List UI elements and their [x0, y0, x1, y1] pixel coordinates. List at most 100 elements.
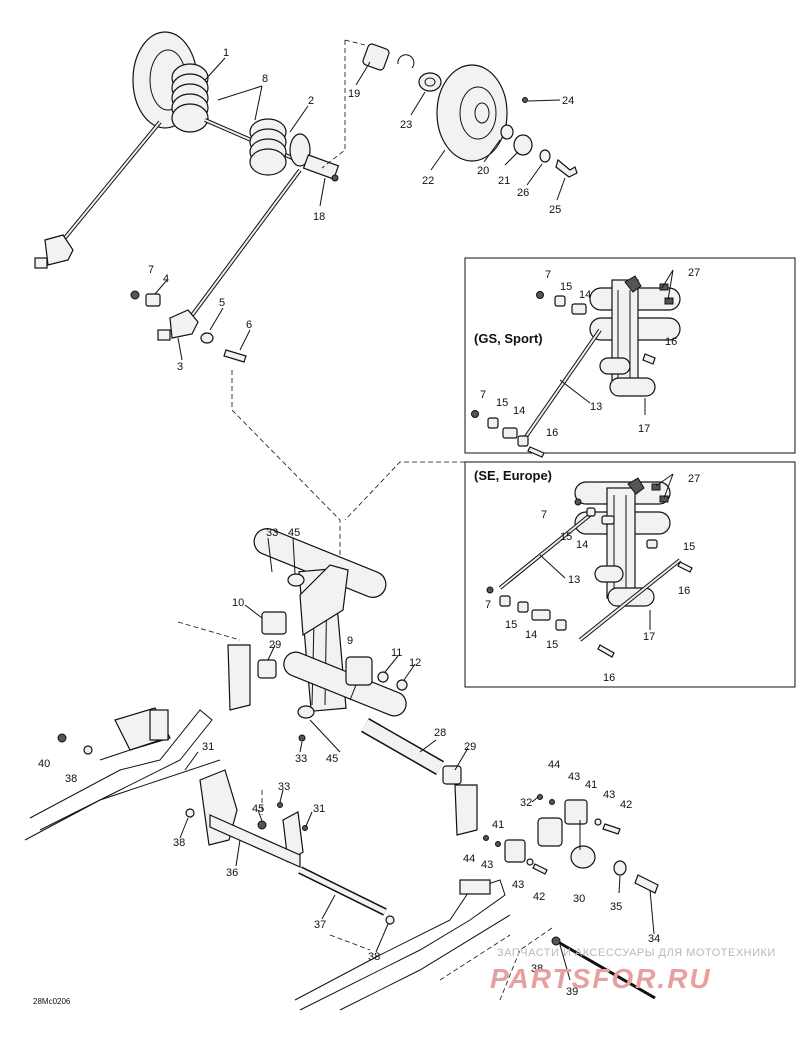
callout-3: 3 [177, 361, 183, 373]
callout-se-15b: 15 [683, 541, 695, 553]
callout-10: 10 [232, 597, 244, 609]
washer-43-lower [526, 858, 534, 866]
callout-se-7b: 7 [485, 599, 491, 611]
callout-29-top: 29 [269, 639, 281, 651]
callout-25: 25 [549, 204, 561, 216]
callout-45-mid: 45 [326, 753, 338, 765]
bearing-21 [513, 134, 533, 156]
variant-label-gs-sport: (GS, Sport) [474, 331, 543, 346]
callout-se-7a: 7 [541, 509, 547, 521]
idler-wheel-exploded [321, 39, 578, 178]
variant-box-se-europe: (SE, Europe) [464, 461, 796, 688]
callout-numbers: 1 8 2 18 19 23 22 20 21 26 25 24 7 4 5 6… [38, 47, 700, 998]
callout-45-low: 45 [252, 803, 264, 815]
watermark-text: ЗАПЧАСТИ И АКСЕССУАРЫ ДЛЯ МОТОТЕХНИКИ [497, 947, 776, 959]
spring-1 [171, 63, 209, 133]
callout-gs-16b: 16 [546, 427, 558, 439]
bushing-19 [362, 43, 390, 71]
callout-se-17: 17 [643, 631, 655, 643]
nut-40 [57, 733, 67, 743]
callout-gs-27: 27 [688, 267, 700, 279]
callout-26: 26 [517, 187, 529, 199]
callout-38-bottom: 38 [531, 963, 543, 975]
rod-end-3 [169, 309, 199, 339]
rod-end-hardware [130, 290, 341, 560]
swing-arm-assembly [227, 528, 408, 742]
callout-39: 39 [566, 986, 578, 998]
washer-5 [200, 332, 214, 344]
washer-38-left [83, 745, 93, 755]
spacer-4 [145, 293, 161, 307]
bushing-45-lower [297, 705, 315, 719]
washer-11 [377, 671, 389, 683]
block-41-bottom [504, 839, 526, 863]
bushing-29-lower [442, 765, 462, 785]
grease-33-front [277, 802, 283, 808]
callout-31-right: 31 [313, 803, 325, 815]
callout-43-right: 43 [603, 789, 615, 801]
callout-35: 35 [610, 901, 622, 913]
callout-gs-17: 17 [638, 423, 650, 435]
callout-gs-15b: 15 [496, 397, 508, 409]
bushing-30 [570, 845, 596, 869]
callout-23: 23 [400, 119, 412, 131]
bolt-42-top [602, 823, 621, 835]
callout-se-16b: 16 [603, 672, 615, 684]
callout-9: 9 [347, 635, 353, 647]
washer-43-right [594, 818, 602, 826]
right-hardware [454, 784, 659, 1001]
callout-gs-14a: 14 [579, 289, 591, 301]
callout-se-14a: 14 [576, 539, 588, 551]
nut-44-bottom [483, 835, 489, 841]
callout-4: 4 [163, 273, 169, 285]
washer-38-right [385, 915, 395, 925]
callout-20: 20 [477, 165, 489, 177]
callout-6: 6 [246, 319, 252, 331]
idler-wheel-22 [436, 64, 508, 162]
tube-28 [361, 718, 462, 785]
callout-12: 12 [409, 657, 421, 669]
washer-35 [613, 860, 627, 876]
bearing-23 [418, 72, 442, 92]
grease-33 [298, 734, 306, 742]
ring-20 [500, 124, 514, 140]
callout-45-top: 45 [288, 527, 300, 539]
callout-41-top: 41 [585, 779, 597, 791]
bushing-45-upper [287, 573, 305, 587]
block-10 [261, 611, 287, 635]
block-32 [537, 817, 563, 847]
callout-11: 11 [391, 647, 402, 659]
callout-38-right: 38 [368, 951, 380, 963]
callout-38-left: 38 [65, 773, 77, 785]
bolt-39 [557, 940, 656, 1000]
callout-gs-15a: 15 [560, 281, 572, 293]
spring-flange [289, 133, 311, 167]
callout-se-16a: 16 [678, 585, 690, 597]
callout-18: 18 [313, 211, 325, 223]
circlip-12 [396, 679, 408, 691]
callout-34: 34 [648, 933, 660, 945]
callout-8: 8 [262, 73, 268, 85]
callout-33-top: 33 [266, 527, 278, 539]
callout-1: 1 [223, 47, 229, 59]
callout-22: 22 [422, 175, 434, 187]
callout-38-front: 38 [173, 837, 185, 849]
callout-42-top: 42 [620, 799, 632, 811]
bolt-6 [223, 349, 247, 363]
washer-38-front [185, 808, 195, 818]
callout-gs-13: 13 [590, 401, 602, 413]
callout-43-top: 43 [568, 771, 580, 783]
spring-2 [249, 118, 287, 176]
block-9 [345, 656, 373, 686]
callout-19: 19 [348, 88, 360, 100]
watermark-logo: PARTSFOR.RU [490, 963, 712, 994]
callout-33-mid: 33 [295, 753, 307, 765]
callout-se-15c: 15 [505, 619, 517, 631]
callout-29-low: 29 [464, 741, 476, 753]
callout-32: 32 [520, 797, 532, 809]
washer-26 [539, 149, 551, 163]
callout-37: 37 [314, 919, 326, 931]
callout-gs-7b: 7 [480, 389, 486, 401]
callout-43-lower: 43 [512, 879, 524, 891]
shaft-37 [298, 867, 387, 915]
